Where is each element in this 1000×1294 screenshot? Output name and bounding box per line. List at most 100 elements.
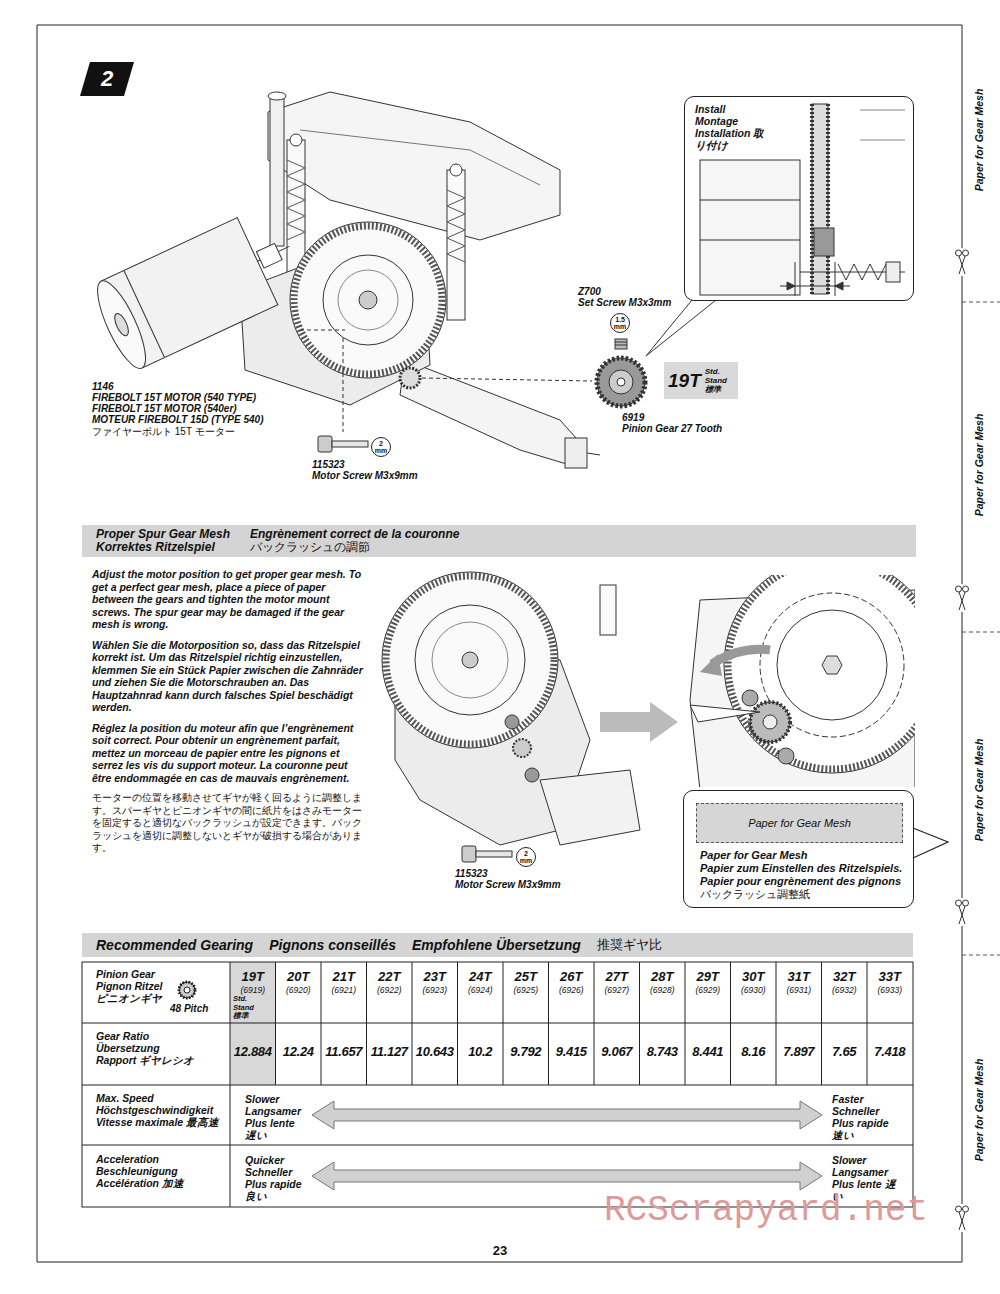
pinion-size: 30T <box>731 969 777 984</box>
tool-size-badge: 1.5 mm <box>610 313 630 333</box>
part-label: Pinion Gear 27 Tooth <box>622 423 722 434</box>
text-holder: 1.5 mm <box>611 314 629 332</box>
screw-illustration <box>462 846 476 862</box>
chassis-illustration <box>400 368 420 388</box>
gearing-table <box>82 1145 913 1146</box>
scissors-icon <box>956 250 962 256</box>
text-holder: 2 <box>80 62 134 96</box>
gearing-table <box>321 962 322 1085</box>
chassis-illustration <box>343 338 344 432</box>
install-detail-illustration <box>700 200 800 201</box>
cut-line <box>962 302 1000 303</box>
scissors-icon <box>956 248 969 1232</box>
part-label: 115323 <box>455 868 488 879</box>
scissors-icon <box>956 586 962 592</box>
scissors-icon <box>956 248 969 276</box>
scissors-icon <box>956 898 969 926</box>
motor-illustration <box>89 203 310 374</box>
callout-text: Papier pour engrènement des pignons <box>700 875 903 888</box>
callout-text: Papier zum Einstellen des Ritzelspiels. <box>700 862 903 875</box>
chassis-illustration <box>294 226 442 374</box>
gearing-table <box>82 962 913 1207</box>
section-header: Recommended Gearing Pignons conseillés Emp… <box>82 933 913 957</box>
scissors-icon <box>956 1206 962 1212</box>
install-detail-illustration <box>814 228 834 256</box>
part-number: (6932) <box>822 985 868 995</box>
chassis-illustration <box>300 330 345 331</box>
instruction-text: モーターの位置を移動させてギヤが軽く回るように調整します。スパーギヤとピニオンギ… <box>92 792 364 855</box>
section-heading: Empfohlene Übersetzung <box>412 936 581 954</box>
gearbox-illustration <box>462 652 478 668</box>
gearing-table <box>639 962 640 1085</box>
install-detail-illustration <box>886 262 900 282</box>
callout-text: バックラッシュ調整紙 <box>700 888 903 901</box>
chassis-illustration <box>268 92 286 100</box>
pinion-size: 27T <box>594 969 640 984</box>
gearing-table <box>184 987 190 993</box>
gear-ratio: 12.884 <box>230 1044 276 1060</box>
install-detail-illustration <box>795 262 796 296</box>
chassis-illustration <box>565 438 587 468</box>
gear-mesh-closeup <box>822 656 842 674</box>
gear-ratio: 7.418 <box>867 1044 913 1060</box>
install-detail-illustration <box>835 282 843 290</box>
callout-text: Paper for Gear Mesh <box>700 849 903 862</box>
pinion-size: 19T <box>230 969 276 984</box>
gear-mesh-closeup <box>712 649 770 664</box>
direction-arrow <box>600 702 678 742</box>
part-label: 1146 <box>92 381 114 392</box>
pinion-size: Std. Stand 標準 <box>705 367 733 394</box>
pinion-gear-illustration <box>615 342 627 343</box>
gearing-table <box>82 1023 913 1024</box>
scale-arrow <box>312 1101 822 1190</box>
motor-illustration <box>112 312 131 338</box>
scissors-icon <box>963 900 969 906</box>
gearbox-illustration <box>382 572 558 748</box>
part-number: (6922) <box>367 985 413 995</box>
gear-mesh-closeup <box>690 705 760 722</box>
section-heading: Pignons conseillés <box>269 936 396 954</box>
gearbox-illustration <box>505 715 519 729</box>
text-holder: Recommended Gearing Pignons conseillés Emp… <box>82 933 913 957</box>
gearing-table <box>776 962 777 1085</box>
instruction-block: Adjust the motor position to get proper … <box>92 568 364 855</box>
pinion-size: 22T <box>367 969 413 984</box>
gear-ratio: 11.127 <box>367 1044 413 1060</box>
section-heading: Engrènement correct de la couronne <box>250 528 902 541</box>
scale-end-label: Quicker Schneller Plus rapide 良い <box>245 1154 303 1202</box>
gear-mesh-closeup <box>700 654 722 676</box>
pinion-gear-illustration <box>597 358 645 406</box>
part-label: 115323 <box>312 459 345 470</box>
text-holder: Proper Spur Gear MeshEngrènement correct… <box>82 525 916 557</box>
gear-mesh-closeup <box>690 575 915 787</box>
cut-line <box>962 955 1000 956</box>
scale-end-label: Faster Schneller Plus rapide 速い <box>832 1093 902 1141</box>
pinion-size: 31T <box>776 969 822 984</box>
text-holder: 2 mm <box>372 438 390 456</box>
part-label: Set Screw M3x3mm <box>578 297 671 308</box>
chassis-illustration <box>290 222 446 378</box>
motor-illustration <box>89 275 155 374</box>
pinion-size: 25T <box>503 969 549 984</box>
gearing-table <box>548 962 549 1085</box>
scissors-icon <box>956 898 968 926</box>
scale-arrow <box>312 1162 822 1190</box>
row-header: Max. Speed Höchstgeschwindigkeit Vitesse… <box>96 1092 224 1128</box>
chassis-illustration <box>587 453 600 455</box>
scissors-icon <box>959 256 965 274</box>
callout-title: Install Montage Installation 取り付け <box>695 103 767 151</box>
screw-illustration <box>332 441 368 447</box>
instruction-text: Wählen Sie die Motorposition so, dass da… <box>92 639 364 714</box>
scissors-icon <box>956 584 968 612</box>
gear-mesh-closeup <box>750 702 790 742</box>
step-badge-shape <box>80 62 134 96</box>
chassis-illustration <box>287 160 305 240</box>
gearing-table <box>275 962 276 1085</box>
install-detail-illustration <box>835 262 836 296</box>
gearbox-illustration <box>513 739 531 757</box>
part-label: 6919 <box>622 412 644 423</box>
chassis-illustration <box>447 170 465 320</box>
section-heading: Recommended Gearing <box>96 936 253 954</box>
paper-template-label: Paper for Gear Mesh <box>748 817 851 830</box>
